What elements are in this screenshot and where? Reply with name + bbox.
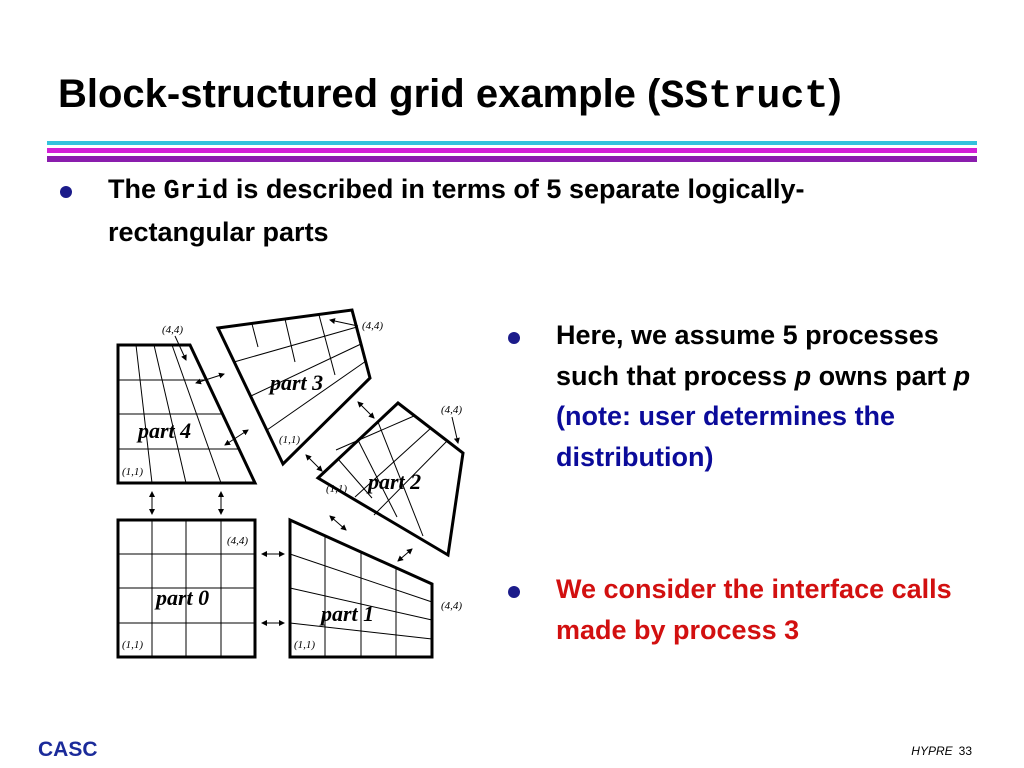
- title-rule-top: [47, 141, 977, 145]
- title-rule-bottom: [47, 156, 977, 162]
- bullet-1-code: Grid: [163, 177, 229, 207]
- arrow-part2-part1-right: [397, 548, 413, 562]
- part-2-block: [315, 401, 465, 558]
- part-2-upper-corner: (4,4): [441, 404, 462, 416]
- title-rule-middle: [47, 148, 977, 153]
- arrow-part2-part1-left: [329, 515, 347, 531]
- slide-title: Block-structured grid example (SStruct): [58, 72, 842, 120]
- part-0-lower-corner: (1,1): [122, 639, 143, 651]
- arrow-part3-part2-top: [357, 401, 375, 419]
- bullet-dot-3: [508, 586, 520, 598]
- part-3-upper-corner: (4,4): [362, 320, 383, 332]
- title-suffix: ): [828, 72, 842, 116]
- part-2-label: part 2: [366, 469, 421, 494]
- footer-page-info: HYPRE 33: [911, 744, 972, 758]
- arrow-part4-part3-bottom: [224, 429, 249, 446]
- bullet-2-p2: p: [953, 360, 971, 391]
- casc-brand: CASC: [38, 738, 98, 761]
- bullet-2-note: (note: user determines the distribution): [556, 401, 896, 472]
- part-4-label: part 4: [136, 418, 191, 443]
- part-1-upper-corner: (4,4): [441, 600, 462, 612]
- arrow-part3-part2-bottom: [305, 454, 323, 472]
- arrow-corner-part3: [329, 318, 359, 327]
- arrow-part4-part3-top: [195, 372, 225, 385]
- bullet-dot-1: [60, 186, 72, 198]
- arrow-corner-part2: [451, 416, 460, 444]
- title-prefix: Block-structured grid example (: [58, 72, 661, 116]
- part-4-upper-corner: (4,4): [162, 324, 183, 336]
- part-3-block: [215, 308, 372, 467]
- part-0-upper-corner: (4,4): [227, 535, 248, 547]
- bullet-2-text: Here, we assume 5 processes such that pr…: [556, 315, 1006, 477]
- part-1-lower-corner: (1,1): [294, 639, 315, 651]
- bullet-1-pre: The: [108, 174, 164, 204]
- part-1-label: part 1: [319, 601, 374, 626]
- bullet-1-text: The Grid is described in terms of 5 sepa…: [108, 169, 868, 252]
- part-3-label: part 3: [268, 370, 323, 395]
- bullet-2-line1: Here, we assume 5 processes such that pr…: [556, 320, 939, 391]
- part-1-block: [288, 517, 434, 659]
- part-4-block: [116, 343, 258, 485]
- part-0-label: part 0: [154, 585, 209, 610]
- part-4-lower-corner: (1,1): [122, 466, 143, 478]
- part-0-block: [116, 518, 257, 659]
- footer-page-number: 33: [958, 744, 972, 758]
- bullet-dot-2: [508, 332, 520, 344]
- part-3-lower-corner: (1,1): [279, 434, 300, 446]
- bullet-3-text: We consider the interface calls made by …: [556, 574, 952, 645]
- title-code: SStruct: [660, 75, 829, 120]
- part-2-lower-corner: (1,1): [326, 483, 347, 495]
- arrow-corner-part4: [174, 335, 187, 361]
- bullet-2-p1: p: [794, 360, 812, 391]
- connector-arrows: [149, 318, 460, 626]
- bullet-2-mid: owns part: [811, 360, 954, 391]
- footer-product: HYPRE: [911, 744, 953, 758]
- bullet-1-post: is described in terms of 5 separate logi…: [108, 174, 805, 247]
